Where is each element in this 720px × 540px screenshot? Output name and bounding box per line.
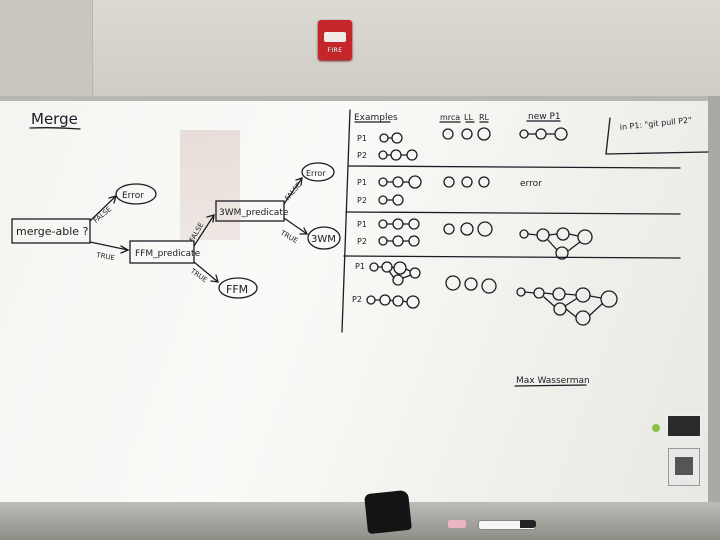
row4-p1-graph: [369, 261, 421, 286]
row4-p2-label: P2: [352, 295, 362, 304]
wall: [0, 0, 720, 96]
table-row-line-1: [347, 165, 681, 169]
arrow-false-3: [283, 177, 303, 205]
twm-oval: [307, 226, 341, 250]
row1-newp1-graph: [519, 127, 568, 141]
row3-p2-graph: [378, 235, 420, 247]
sticker-photo-image: [675, 457, 693, 475]
row4-newp1-graph: [516, 287, 618, 326]
twm-result-label: 3WM: [311, 234, 336, 245]
fire-alarm-lens: [324, 32, 346, 42]
row1-p2-graph: [378, 149, 418, 161]
fire-alarm: FIRE: [318, 20, 352, 60]
error2-label: Error: [306, 169, 326, 178]
ffm-oval: [218, 277, 258, 299]
row1-p1-graph: [379, 132, 403, 144]
true-label-3: TRUE: [278, 228, 299, 245]
false-label-3: FALSE: [283, 181, 303, 202]
arrow-false-2: [193, 214, 215, 247]
fire-alarm-label: FIRE: [327, 47, 343, 54]
row3-newp1-graph: [519, 227, 593, 260]
magnet: [652, 424, 660, 432]
whiteboard-frame: [708, 96, 720, 514]
table-row-line-3: [343, 255, 681, 259]
row2-error: error: [520, 179, 542, 189]
wall-panel: [0, 0, 93, 96]
arrow-true-1: [89, 241, 129, 251]
signature-underline: [514, 384, 587, 387]
row2-p2-graph: [378, 194, 404, 206]
table-row-line-2: [345, 211, 681, 215]
newp1-header: new P1: [528, 112, 561, 122]
ll-header: LL: [464, 113, 473, 122]
arrow-true-2: [193, 261, 219, 283]
signature: Max Wasserman: [516, 376, 590, 386]
examples-header: Examples: [354, 113, 398, 123]
sticker-photo: [668, 448, 700, 486]
row3-p1-label: P1: [357, 220, 367, 229]
true-label-1: TRUE: [95, 251, 116, 262]
row1-p1-label: P1: [357, 134, 367, 143]
small-eraser[interactable]: [448, 520, 466, 528]
table-vertical-line: [341, 109, 351, 333]
error2-oval: [301, 162, 335, 182]
rl-header: RL: [479, 113, 490, 122]
row2-p1-graph: [378, 175, 422, 189]
row3-p1-graph: [378, 218, 420, 230]
row2-p1-label: P1: [357, 178, 367, 187]
command-text: in P1: "git pull P2": [619, 115, 692, 132]
start-box: [11, 218, 91, 244]
row4-p2-graph: [366, 294, 420, 309]
flowchart-title: Merge: [31, 110, 78, 128]
title-underline: [29, 127, 81, 130]
start-label: merge-able ?: [16, 225, 89, 238]
row4-p1-label: P1: [355, 262, 365, 271]
ffm-result-label: FFM: [226, 283, 248, 296]
mrca-header: mrca: [440, 113, 460, 122]
sticker-dark: [666, 414, 702, 438]
error1-oval: [115, 183, 157, 205]
row2-p2-label: P2: [357, 196, 367, 205]
row1-p2-label: P2: [357, 151, 367, 160]
arrow-true-3: [283, 217, 308, 235]
ffm-box: [129, 240, 195, 264]
error1-label: Error: [122, 191, 144, 201]
command-box: [605, 117, 709, 155]
marker-tray: [0, 502, 720, 540]
marker-cap: [520, 520, 536, 528]
twm-box: [215, 200, 285, 222]
twm-label: 3WM_predicate: [219, 208, 289, 218]
true-label-2: TRUE: [188, 267, 209, 285]
arrow-false-1: [89, 195, 117, 222]
row3-p2-label: P2: [357, 237, 367, 246]
ffm-label: FFM_predicate: [135, 249, 201, 259]
eraser[interactable]: [364, 489, 412, 535]
